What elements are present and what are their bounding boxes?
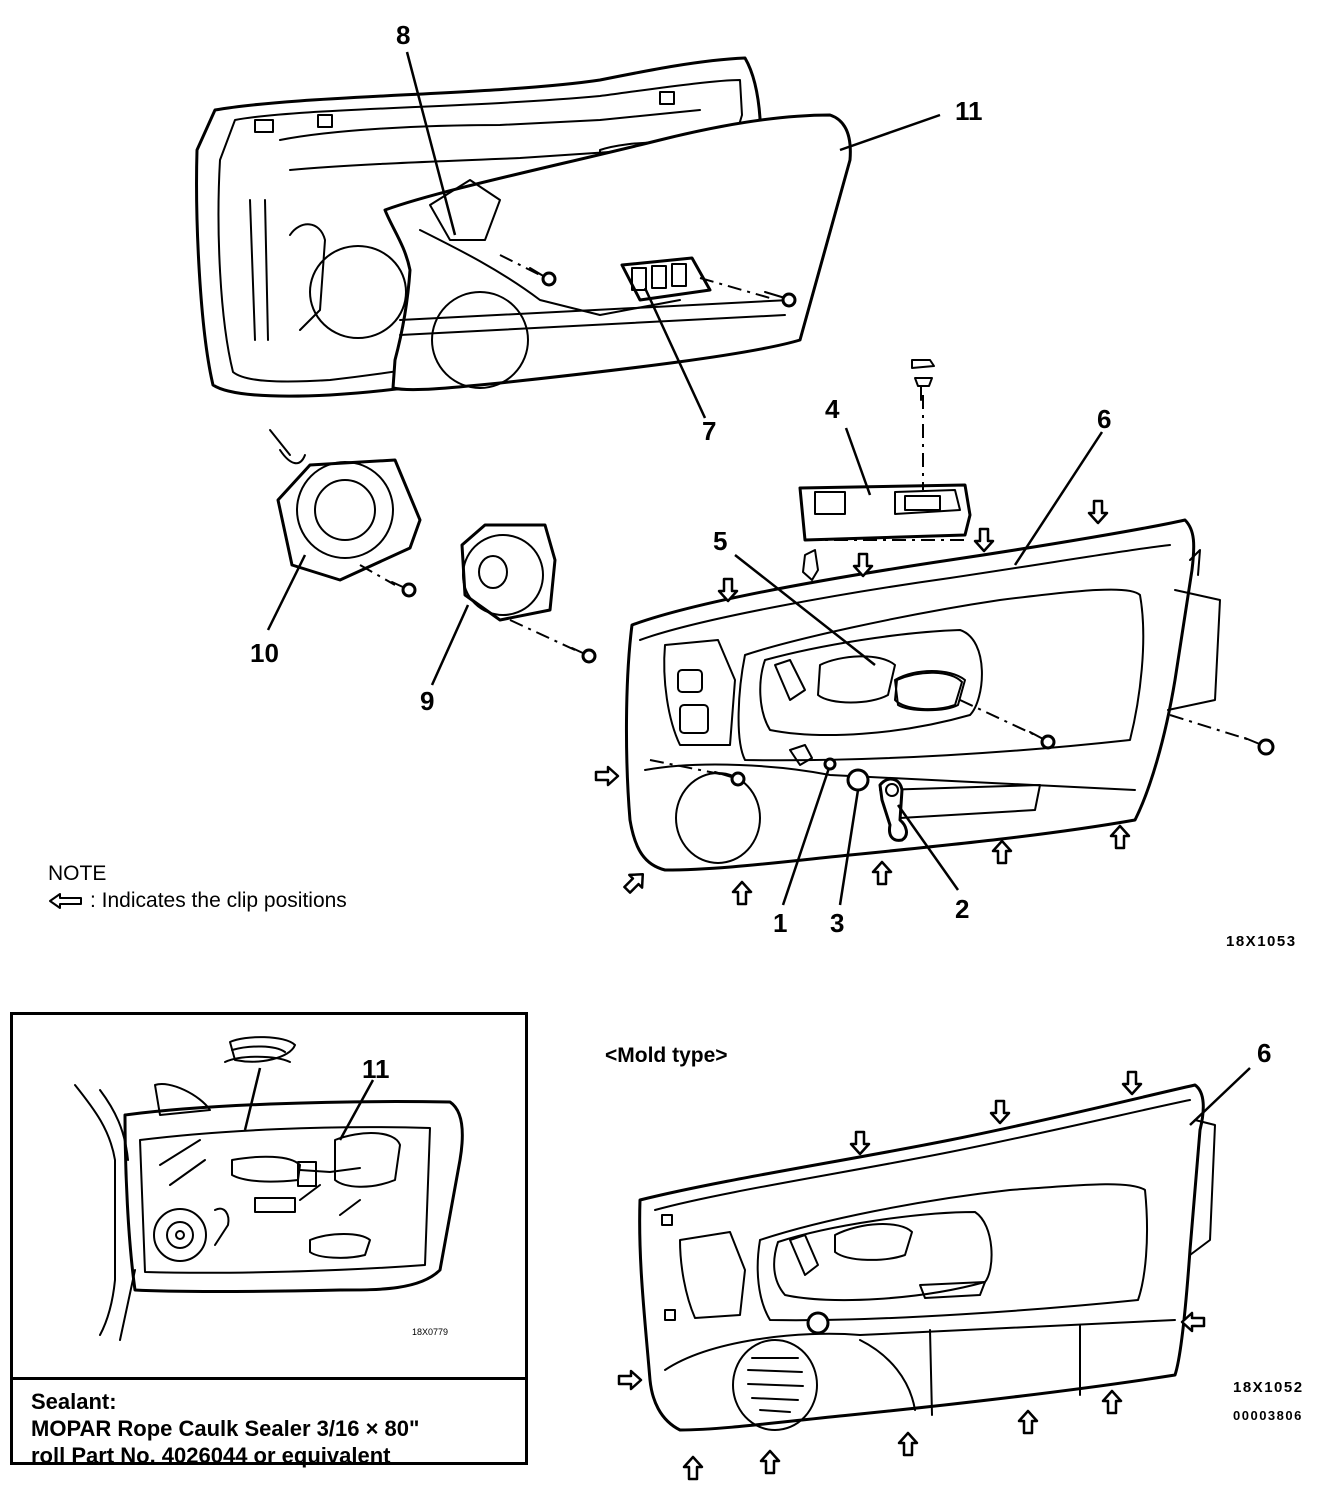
sealant-product: MOPAR Rope Caulk Sealer 3/16 × 80" [31,1416,420,1441]
sealant-heading: Sealant: [31,1389,117,1414]
clip-positions-note: NOTE : Indicates the clip positions [48,860,347,914]
figure-code-top: 18X1053 [1226,933,1297,950]
screw-icon [529,267,557,287]
callout-7: 7 [702,416,716,446]
sealant-inset-box: Sealant: MOPAR Rope Caulk Sealer 3/16 × … [10,1012,528,1468]
callout-9: 9 [420,686,434,716]
figure-code-inset: 18X0779 [412,1327,448,1337]
speaker-10 [269,429,422,598]
regulator-handle-2 [878,777,908,842]
callout-8: 8 [396,20,410,50]
inside-handle-escutcheon [894,671,1056,750]
door-trim-panel [624,518,1221,872]
note-text: : Indicates the clip positions [90,889,347,912]
sealant-inset-drawing [74,1036,464,1341]
callout-6-mold: 6 [1257,1038,1271,1068]
speaker-9 [460,523,597,664]
callout-4: 4 [825,394,840,424]
figure-code-doc: 00003806 [1233,1408,1303,1423]
mold-type-label: <Mold type> [605,1044,728,1067]
trim-screw-right [1169,714,1275,756]
callout-1: 1 [773,908,787,938]
figure-code-mold: 18X1052 [1233,1379,1304,1396]
callout-6: 6 [1097,404,1111,434]
trim-screw-lower [649,759,746,787]
callout-10: 10 [250,638,279,668]
callout-5: 5 [713,526,727,556]
note-title: NOTE [48,862,107,885]
power-window-switch-bracket [620,256,712,302]
sealant-part-number: roll Part No. 4026044 or equivalent [31,1443,391,1468]
sealant-specification: Sealant: MOPAR Rope Caulk Sealer 3/16 × … [13,1377,525,1468]
callout-11: 11 [955,96,983,126]
callout-3: 3 [830,908,844,938]
callout-11-inset: 11 [362,1054,390,1084]
mold-type-door-trim [638,1083,1216,1432]
hollow-left-arrow-icon [49,892,82,909]
sealing-cover [383,113,852,392]
window-switch-panel-4 [798,359,972,581]
callout-2: 2 [955,894,969,924]
screw-icon [764,291,797,308]
